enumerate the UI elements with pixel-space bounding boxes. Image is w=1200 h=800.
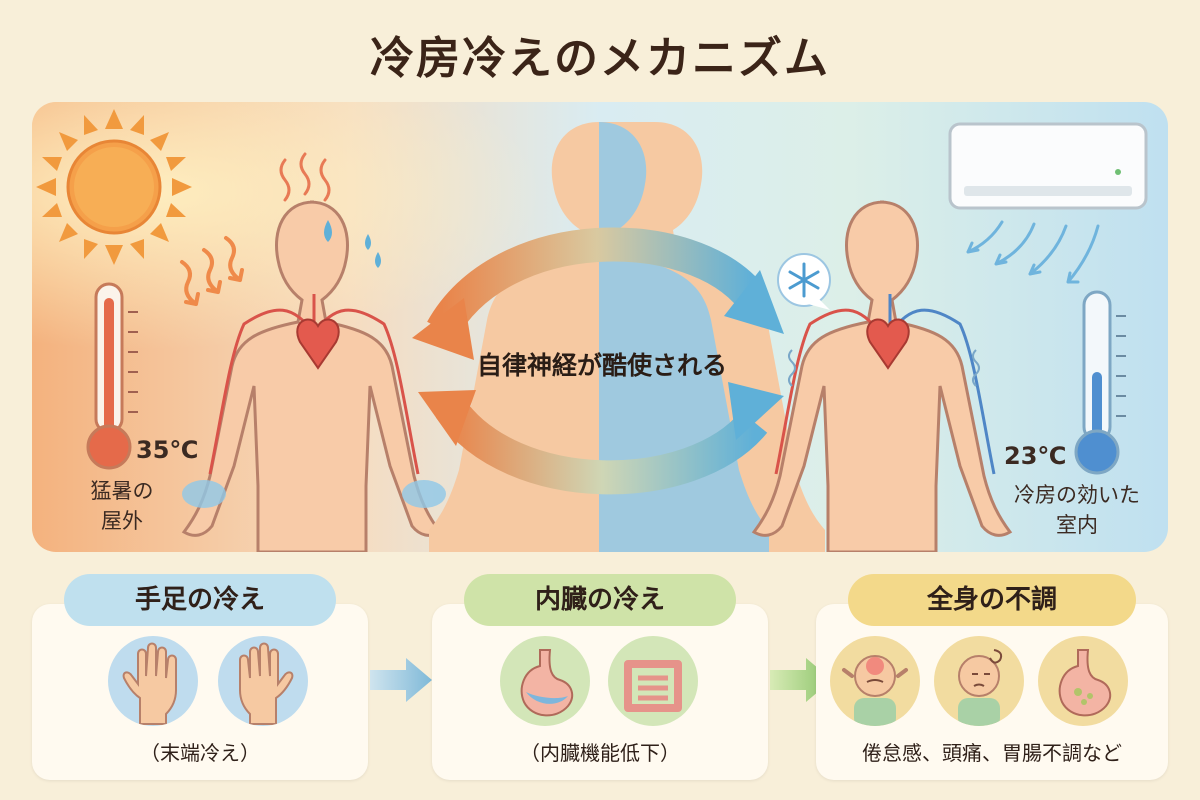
stage-heading-limbs: 手足の冷え (64, 574, 336, 626)
sun-icon (36, 109, 192, 265)
air-conditioner-icon (948, 122, 1148, 210)
hand-icon (108, 636, 198, 726)
top-curved-arrow (412, 227, 784, 360)
stage-caption-limbs: （末端冷え） (140, 741, 260, 765)
stage-card-limbs (32, 604, 368, 780)
stomach-icon (500, 636, 590, 726)
arrow-right-icon (370, 658, 432, 702)
indoor-place-line1: 冷房の効いた (1014, 483, 1140, 507)
hand-icon (218, 636, 308, 726)
autonomic-nerve-label: 自律神経が酷使される (476, 351, 727, 380)
hot-person-figure (181, 152, 446, 552)
mechanism-illustration: 35℃ 猛暑の 屋外 23℃ 冷房の効いた 室内 自律神経が酷使される (32, 102, 1168, 552)
bottom-curved-arrow (418, 382, 784, 495)
indoor-temperature: 23℃ (1004, 442, 1067, 470)
thermometer-cold-icon (1074, 290, 1126, 475)
stage-heading-organs: 内臓の冷え (464, 574, 736, 626)
headache-icon (830, 636, 920, 726)
page-title: 冷房冷えのメカニズム (370, 33, 830, 84)
stage-caption-organs: （内臓機能低下） (520, 741, 680, 765)
heart-icon (296, 318, 340, 370)
thermometer-hot-icon (86, 282, 138, 470)
stage-card-organs (432, 604, 768, 780)
cold-person-figure (751, 200, 1013, 552)
outdoor-place-line2: 屋外 (101, 509, 143, 533)
stage-caption-body: 倦怠感、頭痛、胃腸不調など (862, 741, 1122, 765)
outdoor-temperature: 35℃ (136, 436, 199, 464)
stage-heading-body: 全身の不調 (848, 574, 1136, 626)
snowflake-icon (777, 253, 831, 310)
outdoor-place-line1: 猛暑の (90, 479, 154, 503)
stomach-icon (1038, 636, 1128, 726)
indoor-place-line2: 室内 (1056, 513, 1098, 537)
dizzy-icon (934, 636, 1024, 726)
intestine-icon (608, 636, 698, 726)
